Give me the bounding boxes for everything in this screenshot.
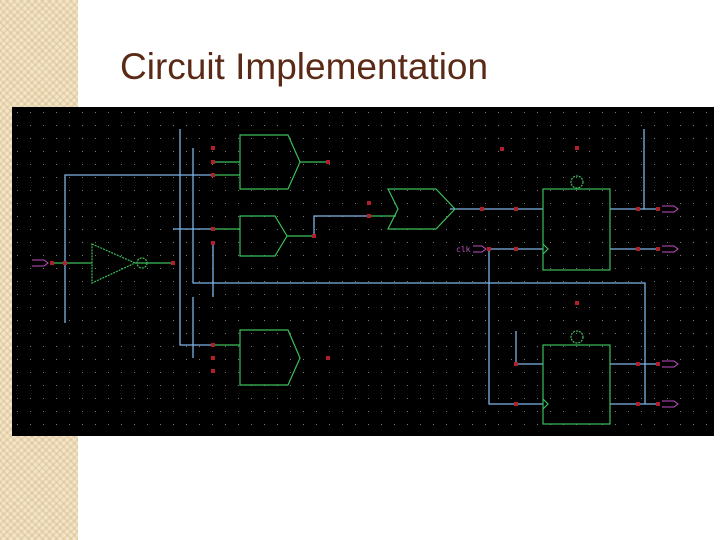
gates [52, 134, 611, 425]
circuit-schematic: clk [12, 107, 714, 436]
clk-pin-label: clk [456, 245, 471, 254]
grid [12, 107, 714, 436]
slide-title: Circuit Implementation [120, 46, 489, 87]
schematic-drawing: clk [12, 107, 714, 436]
nodes [50, 146, 660, 406]
io-pins [32, 205, 679, 408]
